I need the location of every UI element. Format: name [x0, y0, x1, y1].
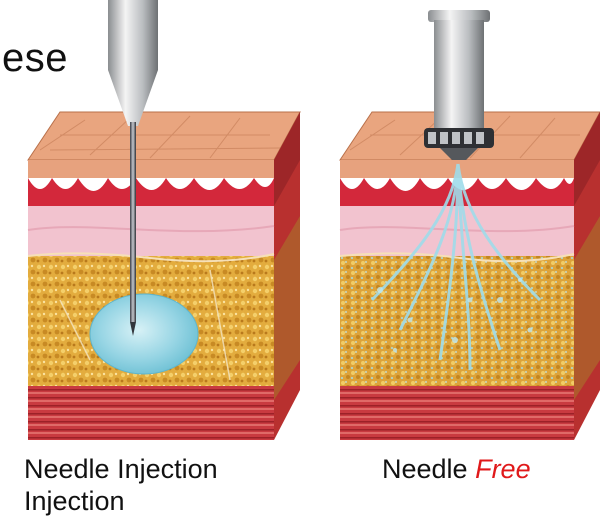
- caption-needle-free-emphasis: Free: [475, 454, 531, 484]
- caption-needle-free-prefix: Needle: [382, 454, 468, 484]
- caption-injection-continuation: Injection: [24, 486, 125, 516]
- needle-free-injector-icon: [424, 10, 494, 160]
- caption-needle-injection: Needle Injection: [24, 454, 218, 484]
- left-skin-block: [28, 112, 300, 440]
- caption-needle-free: Needle Free: [382, 454, 531, 484]
- right-skin-block: [340, 112, 600, 440]
